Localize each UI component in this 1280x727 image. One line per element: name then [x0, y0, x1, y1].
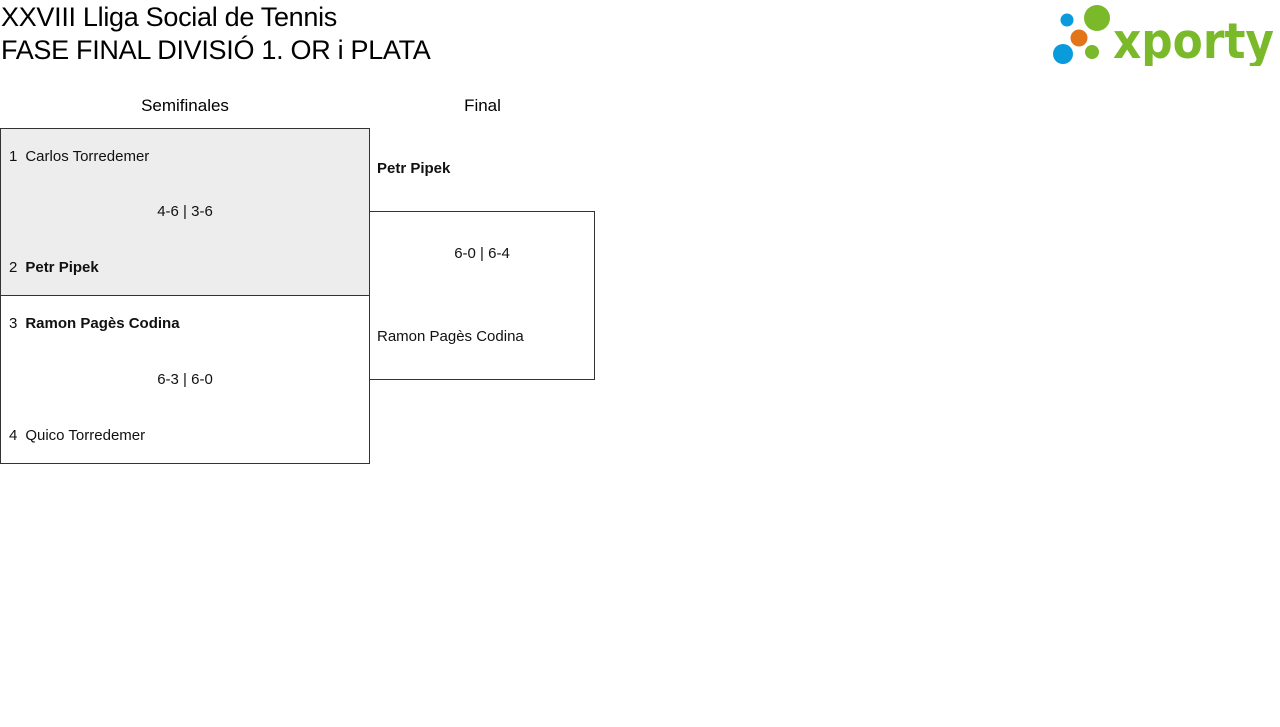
logo-dot-green-large: [1084, 5, 1110, 31]
player-name: Carlos Torredemer: [25, 148, 150, 165]
final-player: Ramon Pagès Codina: [377, 328, 524, 345]
player-row: 3 Ramon Pagès Codina: [9, 315, 180, 332]
round-heading-final: Final: [464, 96, 501, 115]
seed-number: 3: [9, 315, 18, 332]
page-subtitle: FASE FINAL DIVISIÓ 1. OR i PLATA: [1, 35, 431, 65]
semifinal-match-2[interactable]: 3 Ramon Pagès Codina 6-3 | 6-0 4 Quico Tor…: [0, 295, 370, 464]
player-row: 2 Petr Pipek: [9, 259, 99, 276]
logo-dot-blue-large: [1053, 44, 1073, 64]
round-heading-semifinals: Semifinales: [141, 96, 229, 115]
xporty-logo[interactable]: xporty: [1052, 4, 1276, 66]
seed-number: 2: [9, 259, 18, 276]
final-match[interactable]: 6-0 | 6-4: [369, 211, 595, 380]
logo-dot-green-small: [1085, 45, 1099, 59]
semifinal-match-1[interactable]: 1 Carlos Torredemer 4-6 | 3-6 2 Petr Pipek: [0, 128, 370, 296]
final-player-winner: Petr Pipek: [377, 160, 451, 177]
match-score: 4-6 | 3-6: [157, 203, 213, 220]
match-score: 6-3 | 6-0: [157, 371, 213, 388]
logo-dot-orange: [1070, 29, 1088, 47]
seed-number: 4: [9, 427, 18, 444]
player-name-winner: Petr Pipek: [25, 259, 99, 276]
logo-dot-blue-small: [1060, 13, 1074, 27]
seed-number: 1: [9, 148, 18, 165]
player-row: 4 Quico Torredemer: [9, 427, 145, 444]
player-row: 1 Carlos Torredemer: [9, 148, 149, 165]
logo-wordmark: xporty: [1113, 13, 1274, 66]
match-score: 6-0 | 6-4: [454, 245, 510, 262]
page-header: XXVIII Lliga Social de Tennis FASE FINAL…: [0, 0, 1280, 80]
player-name: Quico Torredemer: [25, 427, 146, 444]
player-name-winner: Ramon Pagès Codina: [25, 315, 180, 332]
page-title: XXVIII Lliga Social de Tennis: [1, 2, 338, 32]
